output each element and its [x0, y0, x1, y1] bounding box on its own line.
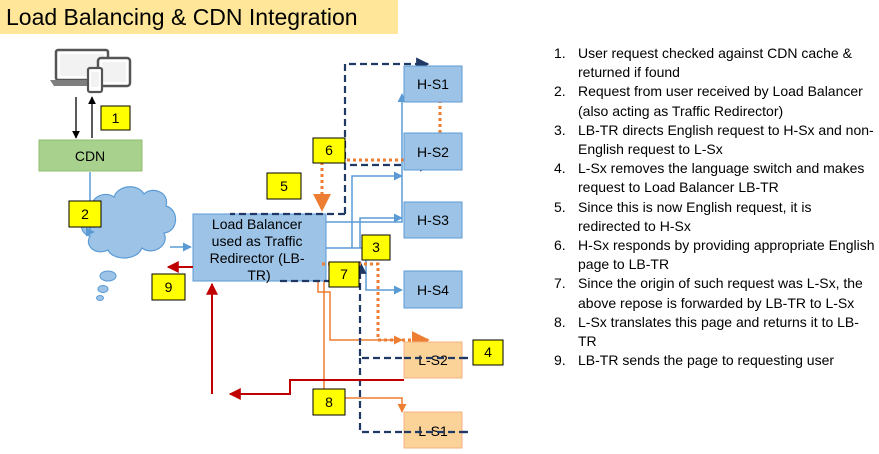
step-badge-7-label: 7 — [340, 266, 348, 282]
step-number: 3. — [554, 121, 566, 138]
step-badge-4: 4 — [472, 339, 504, 366]
server-h-s1-label: H-S1 — [417, 76, 449, 92]
step-text: L-Sx translates this page and returns it… — [578, 313, 859, 350]
step-item: 6. H-Sx responds by providing appropriate… — [548, 236, 876, 274]
step-text: L-Sx removes the language switch and mak… — [578, 160, 865, 196]
architecture-diagram: CDN Load Balancer used as Traffic Redire… — [38, 48, 504, 449]
step-item: 7. Since the origin of such request was L… — [548, 274, 876, 312]
server-h-s4: H-S4 — [403, 270, 463, 309]
step-text: User request checked against CDN cache &… — [578, 45, 852, 81]
lb-to-l-servers-arrows — [317, 281, 407, 413]
step-badge-3: 3 — [361, 234, 391, 261]
step-number: 4. — [554, 160, 566, 177]
load-balancer-line-2: used as Traffic — [212, 233, 303, 249]
orange-dotted-arrows — [313, 94, 442, 349]
step-number: 8. — [554, 313, 566, 330]
step-number: 1. — [554, 45, 566, 61]
step-number: 9. — [554, 352, 566, 369]
step-badge-8: 8 — [312, 388, 346, 416]
server-l-s1: L-S1 — [403, 411, 463, 449]
server-h-s3: H-S3 — [403, 201, 463, 239]
server-l-s1-label: L-S1 — [418, 423, 448, 439]
step-badge-5-label: 5 — [280, 178, 288, 194]
step-item: 1. User request checked against CDN cache… — [548, 44, 876, 82]
page-title: Load Balancing & CDN Integration — [0, 0, 398, 34]
step-badge-6: 6 — [312, 137, 346, 164]
cdn-label: CDN — [75, 148, 105, 164]
step-badge-6-label: 6 — [325, 142, 333, 158]
step-text: H-Sx responds by providing appropriate E… — [578, 237, 875, 273]
load-balancer-line-1: Load Balancer — [212, 216, 303, 232]
load-balancer-label: Load Balancer used as Traffic Redirector… — [210, 216, 309, 283]
server-h-s2-label: H-S2 — [417, 144, 449, 160]
step-text: Since the origin of such request was L-S… — [578, 275, 863, 311]
step-badge-7: 7 — [328, 261, 360, 288]
step-badge-1-label: 1 — [112, 110, 120, 126]
step-item: 4. L-Sx removes the language switch and m… — [548, 159, 876, 197]
cdn-to-cloud-arrow — [85, 172, 95, 237]
step-text: LB-TR directs English request to H-Sx an… — [578, 121, 874, 158]
server-h-s1: H-S1 — [403, 65, 463, 103]
step-badge-9-label: 9 — [165, 279, 173, 295]
step-badge-9: 9 — [151, 273, 186, 301]
load-balancer-box — [192, 213, 327, 282]
step-list: 1. User request checked against CDN cache… — [548, 44, 876, 370]
phone-icon — [86, 66, 104, 94]
lb-to-h-servers-arrows — [326, 93, 407, 295]
step-badge-2-label: 2 — [81, 206, 89, 222]
server-l-s2-label: L-S2 — [418, 352, 448, 368]
step-badge-1: 1 — [100, 105, 131, 131]
step-badge-3-label: 3 — [372, 239, 380, 255]
step-text: LB-TR sends the page to requesting user — [578, 352, 835, 369]
red-arrows — [166, 261, 404, 400]
step-item: 9. LB-TR sends the page to requesting use… — [548, 351, 876, 370]
step-badge-4-label: 4 — [484, 344, 492, 360]
server-h-s4-label: H-S4 — [417, 282, 449, 298]
step-number: 6. — [554, 237, 566, 254]
step-number: 2. — [554, 83, 566, 100]
step-item: 2. Request from user received by Load Bal… — [548, 82, 876, 120]
step-text: Request from user received by Load Balan… — [578, 83, 863, 119]
step-item: 8. L-Sx translates this page and returns … — [548, 313, 876, 351]
load-balancer-line-4: TR) — [247, 267, 270, 283]
step-item: 5. Since this is now English request, it … — [548, 198, 876, 236]
step-item: 3. LB-TR directs English request to H-Sx … — [548, 121, 876, 159]
server-h-s2: H-S2 — [403, 132, 463, 171]
server-l-s2: L-S2 — [403, 341, 463, 379]
step-number: 5. — [554, 198, 566, 215]
load-balancer-line-3: Redirector (LB- — [210, 250, 305, 266]
step-badge-5: 5 — [266, 172, 302, 200]
laptop-icon — [50, 48, 114, 86]
step-badge-2: 2 — [68, 200, 102, 228]
cloud-icon — [80, 186, 177, 301]
step-number: 7. — [554, 275, 566, 292]
tablet-icon — [96, 56, 132, 88]
cdn-box — [38, 139, 143, 172]
step-text: Since this is now English request, it is… — [578, 198, 812, 234]
step-badge-8-label: 8 — [325, 394, 333, 410]
server-h-s3-label: H-S3 — [417, 212, 449, 228]
